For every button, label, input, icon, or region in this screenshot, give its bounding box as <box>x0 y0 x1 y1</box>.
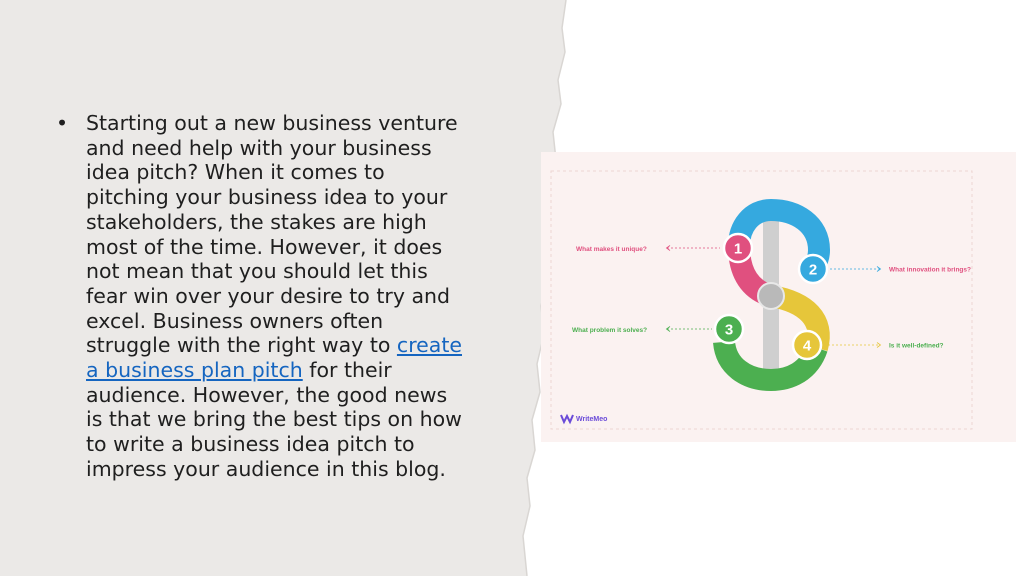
step-2-arrow-icon <box>876 266 882 272</box>
body-paragraph: Starting out a new business venture and … <box>62 111 470 482</box>
step-3-circle <box>713 313 745 345</box>
step-2-circle <box>797 253 829 285</box>
step-4-circle <box>791 329 823 361</box>
step-2-label: What innovation it brings? <box>889 267 971 274</box>
step-3-arrow-icon <box>665 326 671 332</box>
brand-name: WriteMeo <box>576 416 607 423</box>
paragraph-text-before-link: Starting out a new business venture and … <box>86 111 458 358</box>
center-circle <box>757 282 785 310</box>
step-1-arrow-icon <box>665 245 671 251</box>
step-3-label: What problem it solves? <box>572 327 647 334</box>
create-business-plan-pitch-link[interactable]: create a business plan pitch <box>86 333 462 383</box>
step-1-label: What makes it unique? <box>576 246 647 253</box>
paragraph-text-after-link: for their audience. However, the good ne… <box>86 358 462 481</box>
bullet-text-block: • Starting out a new business venture an… <box>56 111 470 482</box>
segment-green <box>713 340 828 392</box>
step-1-number: 1 <box>734 241 742 258</box>
step-2-number: 2 <box>809 262 817 279</box>
step-4-number: 4 <box>803 338 812 355</box>
step-4-label: Is it well-defined? <box>889 343 944 350</box>
step-4-arrow-icon <box>876 342 882 348</box>
writemeo-logo-icon <box>560 413 574 425</box>
infographic-dashed-border <box>550 170 973 430</box>
step-3-number: 3 <box>725 322 733 339</box>
step-1-circle <box>722 232 754 264</box>
bullet-icon: • <box>56 111 69 135</box>
pitch-infographic: 1 2 3 4 What makes it unique? What innov… <box>541 152 1016 442</box>
